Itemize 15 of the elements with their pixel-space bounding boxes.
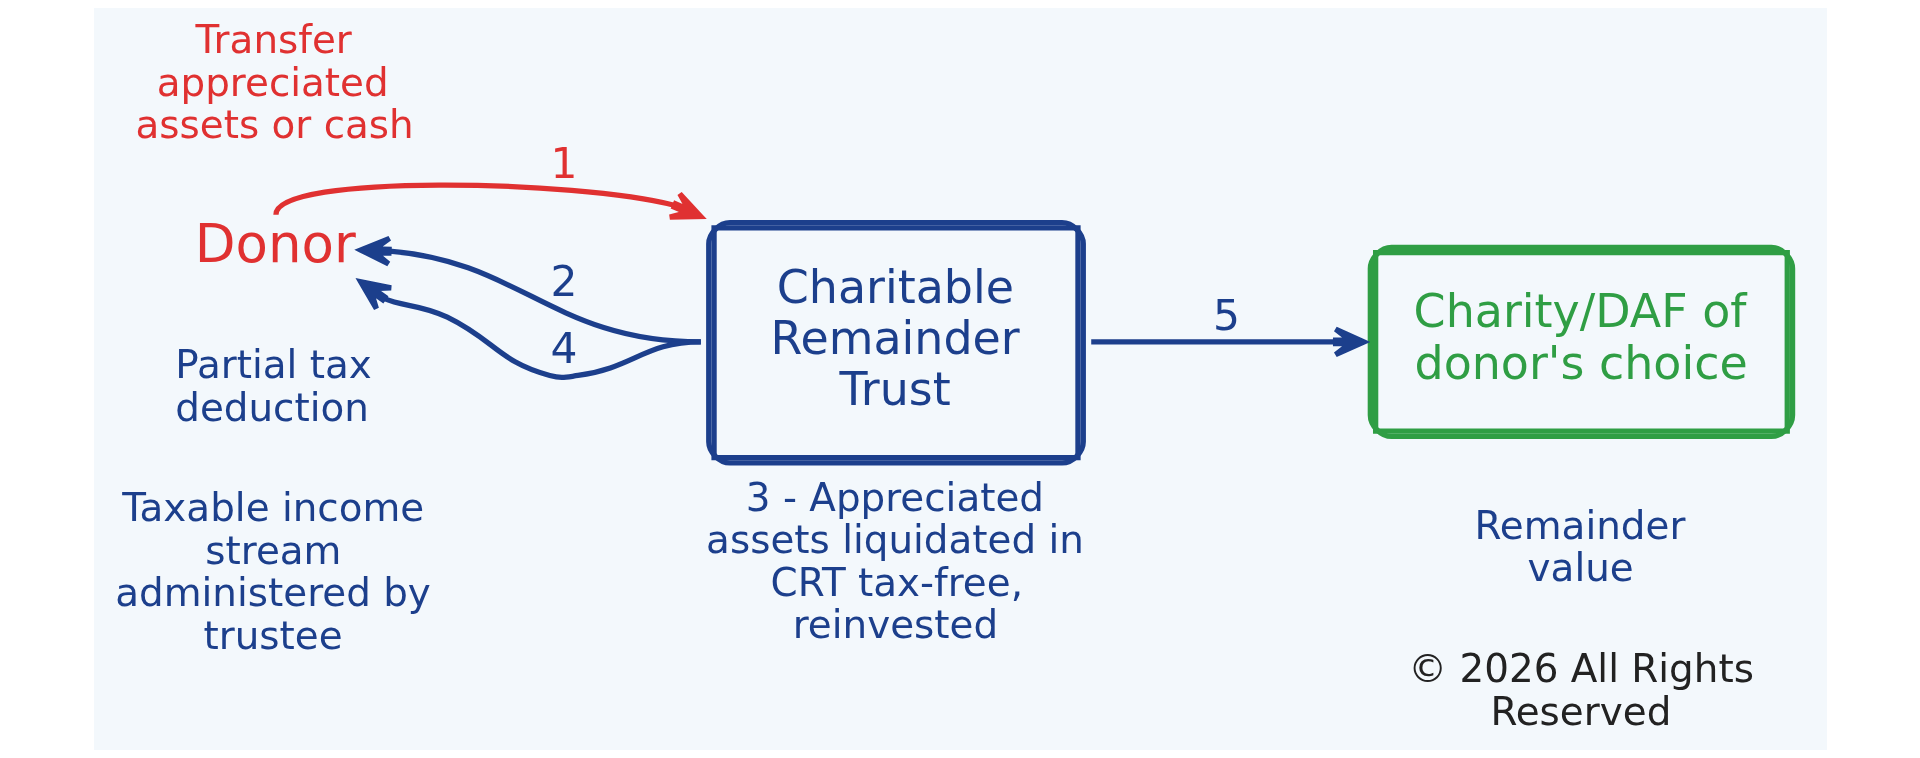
label: Remainder value <box>1474 503 1685 591</box>
node-box: Charitable Remainder Trust <box>705 220 1086 466</box>
edge-label: 5 <box>1212 290 1240 340</box>
edge-label: 4 <box>549 324 577 374</box>
node-text: Donor <box>194 213 356 275</box>
label: Taxable income stream administered by trustee <box>114 485 431 658</box>
label: Transfer appreciated assets or cash <box>135 17 414 148</box>
arrow <box>1090 326 1367 358</box>
node-label: 3 - Appreciated assets liquidated in CRT tax-free, reinvested <box>705 474 1084 647</box>
arrow <box>357 279 701 380</box>
label: Partial tax deduction <box>174 342 372 430</box>
node-box: Charity/DAF of donor's choice <box>1367 244 1795 440</box>
edge-label: 2 <box>549 257 577 307</box>
edge-label: 1 <box>549 138 577 188</box>
label: © 2026 All Rights Reserved <box>1407 646 1754 734</box>
